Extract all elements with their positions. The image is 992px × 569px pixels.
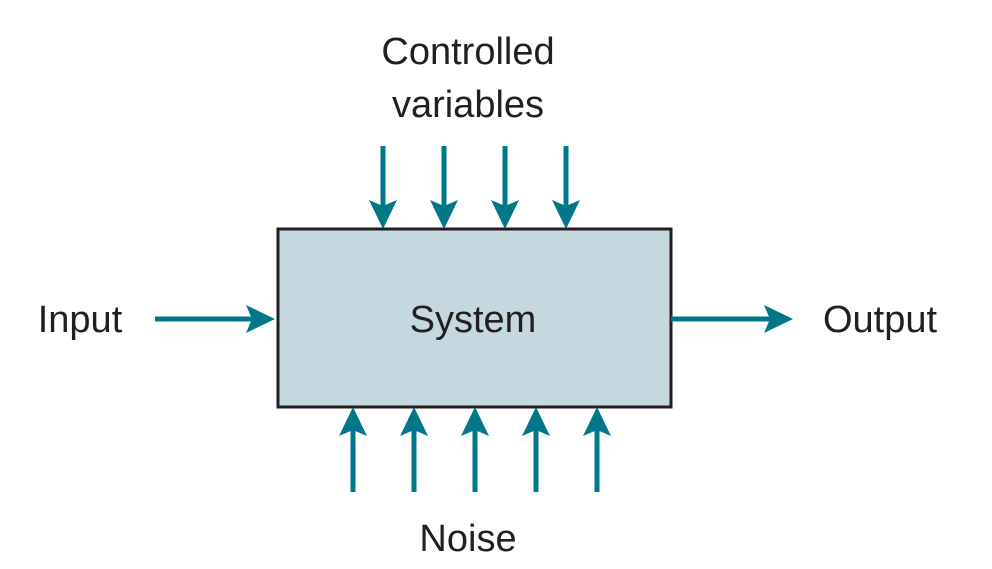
noise-arrow — [339, 407, 367, 492]
noise-label: Noise — [419, 518, 516, 560]
noise-arrow — [583, 407, 611, 492]
controlled-variable-arrows — [369, 146, 580, 229]
output-arrow — [671, 305, 793, 333]
controlled-variables-label-line2: variables — [392, 84, 544, 126]
noise-arrows — [339, 407, 611, 492]
noise-arrow — [461, 407, 489, 492]
controlled-arrow — [369, 146, 397, 229]
input-label: Input — [38, 299, 123, 341]
input-arrow — [155, 305, 275, 333]
controlled-arrow — [552, 146, 580, 229]
controlled-arrow — [491, 146, 519, 229]
system-label: System — [410, 299, 537, 341]
system-box — [276, 227, 673, 409]
noise-arrow — [400, 407, 428, 492]
output-label: Output — [823, 299, 938, 341]
controlled-variables-label-line1: Controlled — [381, 31, 554, 73]
noise-arrow — [522, 407, 550, 492]
controlled-arrow — [430, 146, 458, 229]
